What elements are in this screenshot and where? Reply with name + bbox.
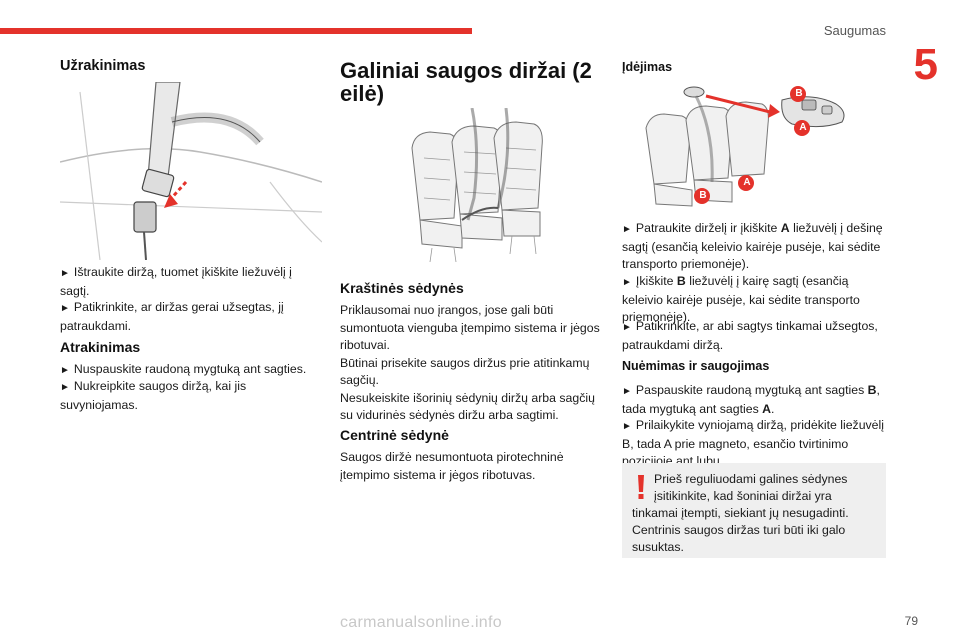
removal-heading: Nuėmimas ir saugojimas (622, 359, 770, 373)
rear-belts-title-line-1: Galiniai saugos diržai (2 (340, 58, 592, 83)
unfastening-heading: Atrakinimas (60, 339, 141, 355)
rear-seats-illustration (402, 108, 550, 262)
arrow-icon: ► (622, 386, 632, 397)
header-accent-bar (0, 28, 472, 34)
section-title: Saugumas (823, 23, 886, 38)
outer-seats-text: Priklausomai nuo įrangos, jose gali būti… (340, 303, 600, 422)
center-seat-heading: Centrinė sėdynė (340, 427, 449, 443)
page-number: 79 (904, 614, 918, 628)
chapter-number: 5 (913, 40, 938, 89)
callout-label-a-top: A (799, 122, 807, 133)
seatbelt-buckle-illustration (60, 82, 322, 260)
arrow-icon: ► (60, 365, 70, 376)
warning-text: Prieš reguliuodami galines sėdynes įsiti… (632, 472, 849, 554)
center-seat-text: Saugos diržė nesumontuota pirotechninė į… (340, 450, 564, 482)
warning-exclamation-icon (638, 475, 644, 499)
warning-box: Prieš reguliuodami galines sėdynes įsiti… (622, 463, 886, 558)
insertion-heading: Įdėjimas (622, 60, 673, 74)
unfastening-step-1: ►Nuspauskite raudoną mygtuką ant sagties… (60, 362, 307, 376)
callout-label-b-top: B (795, 88, 803, 99)
insertion-step-1: ►Patraukite dirželį ir įkiškite A liežuv… (622, 221, 883, 271)
removal-step-1: ►Paspauskite raudoną mygtuką ant sagties… (622, 383, 880, 416)
rear-belt-insertion-illustration (642, 82, 852, 210)
arrow-icon: ► (622, 277, 632, 288)
callout-label-b-bottom: B (699, 190, 707, 201)
arrow-icon: ► (60, 382, 70, 393)
callout-label-a-bottom: A (743, 177, 751, 188)
arrow-icon: ► (60, 303, 70, 314)
insertion-step-2: ►Įkiškite B liežuvėlį į kairę sagtį (esa… (622, 274, 860, 324)
outer-seats-heading: Kraštinės sėdynės (340, 280, 464, 296)
fastening-step-1: ►Ištraukite diržą, tuomet įkiškite liežu… (60, 265, 292, 298)
arrow-icon: ► (622, 322, 632, 333)
arrow-icon: ► (622, 224, 632, 235)
fastening-heading: Užrakinimas (60, 58, 146, 74)
unfastening-step-2: ►Nukreipkite saugos diržą, kai jis suvyn… (60, 379, 247, 412)
watermark: carmanualsonline.info (340, 614, 502, 631)
arrow-icon: ► (60, 268, 70, 279)
arrow-icon: ► (622, 421, 632, 432)
insertion-step-3: ►Patikrinkite, ar abi sagtys tinkamai už… (622, 319, 878, 352)
rear-belts-title-line-2: eilė) (340, 81, 385, 106)
fastening-step-2: ►Patikrinkite, ar diržas gerai užsegtas,… (60, 300, 284, 333)
